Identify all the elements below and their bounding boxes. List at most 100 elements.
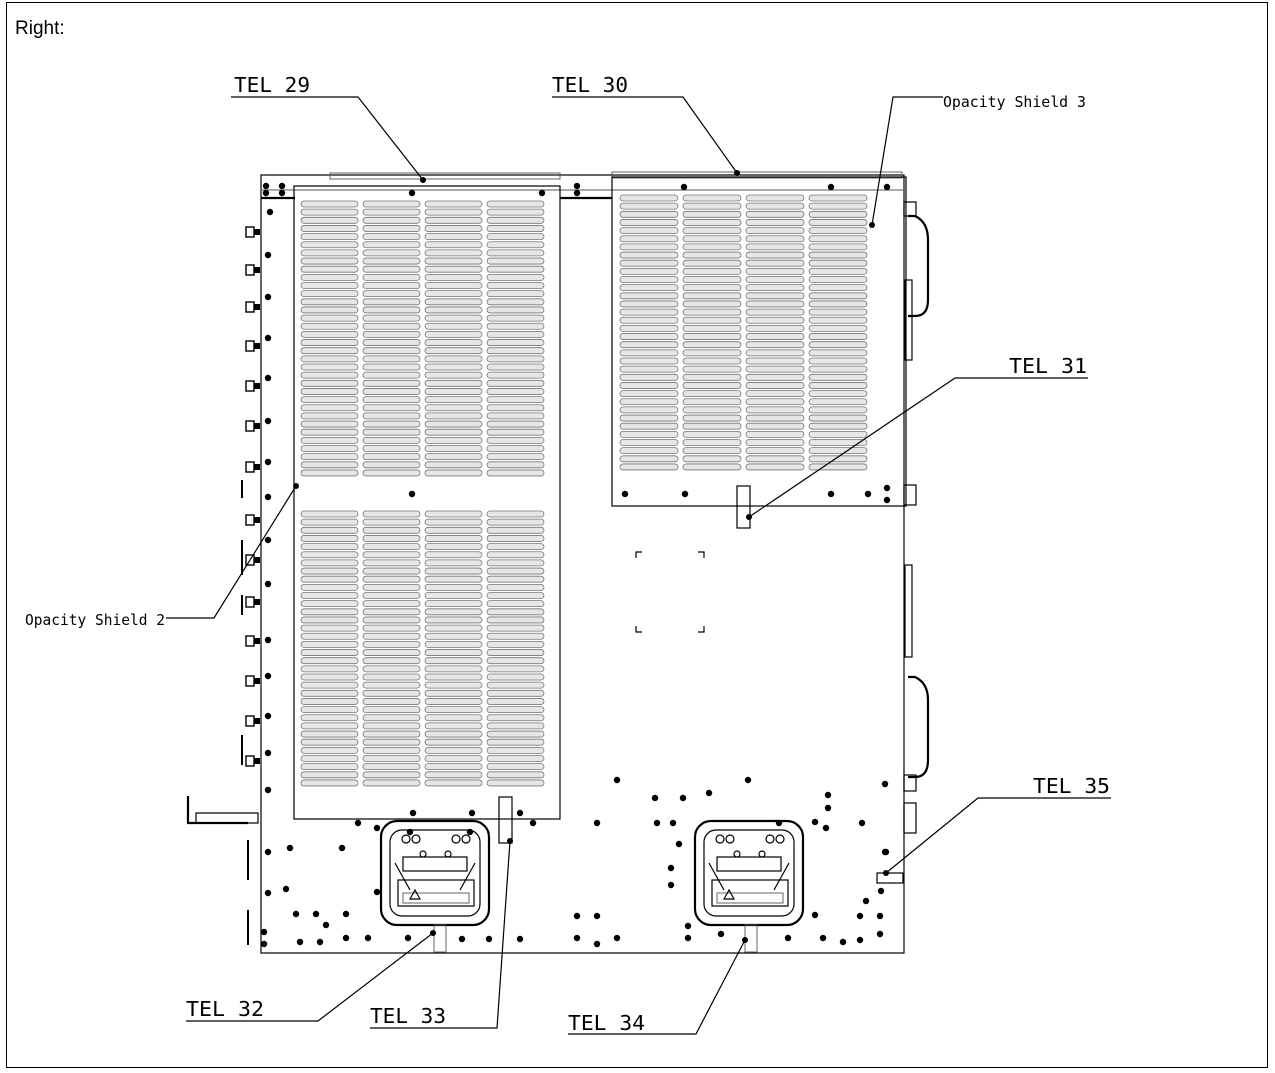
leader-dot xyxy=(734,170,740,176)
vent-slot xyxy=(745,219,805,226)
vent-slot xyxy=(486,298,545,306)
vent-slot xyxy=(808,316,868,324)
vent-slot xyxy=(682,341,742,349)
edge-connector-pin xyxy=(254,343,260,349)
vent-slot xyxy=(300,746,359,754)
vent-slot xyxy=(486,592,545,599)
fastener xyxy=(593,940,601,948)
fastener xyxy=(296,938,304,946)
figure-frame xyxy=(6,2,1268,1068)
vent-slot xyxy=(745,316,805,324)
vent-slot xyxy=(486,779,545,787)
vent-slot xyxy=(362,624,421,632)
vent-slot xyxy=(362,681,421,689)
vent-slot xyxy=(682,325,742,332)
vent-slot xyxy=(424,738,483,746)
vent-slot xyxy=(424,453,483,461)
vent-slot xyxy=(745,357,805,365)
callout-tel-35: TEL 35 xyxy=(1033,774,1110,798)
vent-slot xyxy=(682,406,742,414)
vent-slot xyxy=(745,439,805,446)
vent-slot xyxy=(362,379,421,387)
vent-slot xyxy=(745,398,805,406)
vent-slot xyxy=(424,616,483,624)
vent-slot xyxy=(486,649,545,656)
leader-dot xyxy=(293,483,299,489)
vent-slot xyxy=(424,314,483,322)
vent-slot xyxy=(808,227,868,234)
vent-slot xyxy=(486,412,545,420)
vent-slot xyxy=(362,241,421,249)
vent-slot xyxy=(808,219,868,226)
vent-slot xyxy=(362,755,421,762)
vent-slot xyxy=(682,267,742,275)
vent-slot xyxy=(362,469,421,477)
vent-slot xyxy=(808,235,868,243)
vent-slot xyxy=(682,276,742,283)
fastener xyxy=(278,189,286,197)
vent-slot xyxy=(362,339,421,346)
vent-slot xyxy=(300,510,359,518)
fastener xyxy=(262,189,270,197)
vent-slot xyxy=(682,398,742,406)
vent-slot xyxy=(424,225,483,232)
vent-slot xyxy=(300,314,359,322)
vent-slot xyxy=(486,208,545,216)
vent-slot xyxy=(362,420,421,428)
vent-slot xyxy=(486,200,545,208)
fastener xyxy=(264,251,272,259)
vent-slot xyxy=(362,404,421,412)
vent-slot xyxy=(486,339,545,346)
vent-slot xyxy=(424,763,483,771)
fastener xyxy=(856,912,864,920)
fastener xyxy=(264,334,272,342)
vent-slot xyxy=(619,202,679,210)
edge-connector xyxy=(245,715,255,727)
edge-connector-pin xyxy=(254,718,260,724)
vent-slot xyxy=(486,526,545,534)
vent-slot xyxy=(300,241,359,249)
vent-slot xyxy=(424,290,483,298)
callout-tel-34: TEL 34 xyxy=(568,1011,645,1035)
vent-slot xyxy=(745,430,805,438)
vent-slot xyxy=(486,608,545,616)
vent-slot xyxy=(300,282,359,289)
vent-slot xyxy=(424,551,483,559)
fastener xyxy=(404,934,412,942)
vent-slot xyxy=(300,722,359,730)
vent-slot xyxy=(486,461,545,469)
vent-slot xyxy=(424,526,483,534)
vent-slot xyxy=(362,763,421,771)
vent-slot xyxy=(682,284,742,292)
vent-slot xyxy=(808,284,868,292)
bottom-tab-left xyxy=(433,924,447,953)
vent-slot xyxy=(300,543,359,550)
vent-slot xyxy=(424,543,483,550)
fastener xyxy=(621,490,629,498)
vent-slot xyxy=(619,276,679,283)
vent-slot xyxy=(424,779,483,787)
fastener xyxy=(264,458,272,466)
vent-slot xyxy=(486,322,545,330)
vent-slot xyxy=(300,200,359,208)
tab-tel33 xyxy=(498,796,513,844)
vent-slot xyxy=(486,290,545,298)
fastener xyxy=(264,417,272,425)
vent-slot xyxy=(424,730,483,738)
vent-slot xyxy=(745,333,805,340)
vent-slot xyxy=(424,583,483,591)
vent-slot xyxy=(682,333,742,340)
vent-slot xyxy=(486,225,545,232)
vent-slot xyxy=(300,763,359,771)
vent-slot xyxy=(300,265,359,273)
vent-slot xyxy=(424,331,483,338)
vent-slot xyxy=(682,357,742,365)
vent-slot xyxy=(682,243,742,251)
vent-slot xyxy=(424,241,483,249)
vent-slot xyxy=(682,447,742,455)
edge-connector xyxy=(245,755,255,767)
vent-slot xyxy=(424,396,483,403)
vent-slot xyxy=(424,698,483,705)
vent-slot xyxy=(486,428,545,436)
vent-slot xyxy=(300,322,359,330)
